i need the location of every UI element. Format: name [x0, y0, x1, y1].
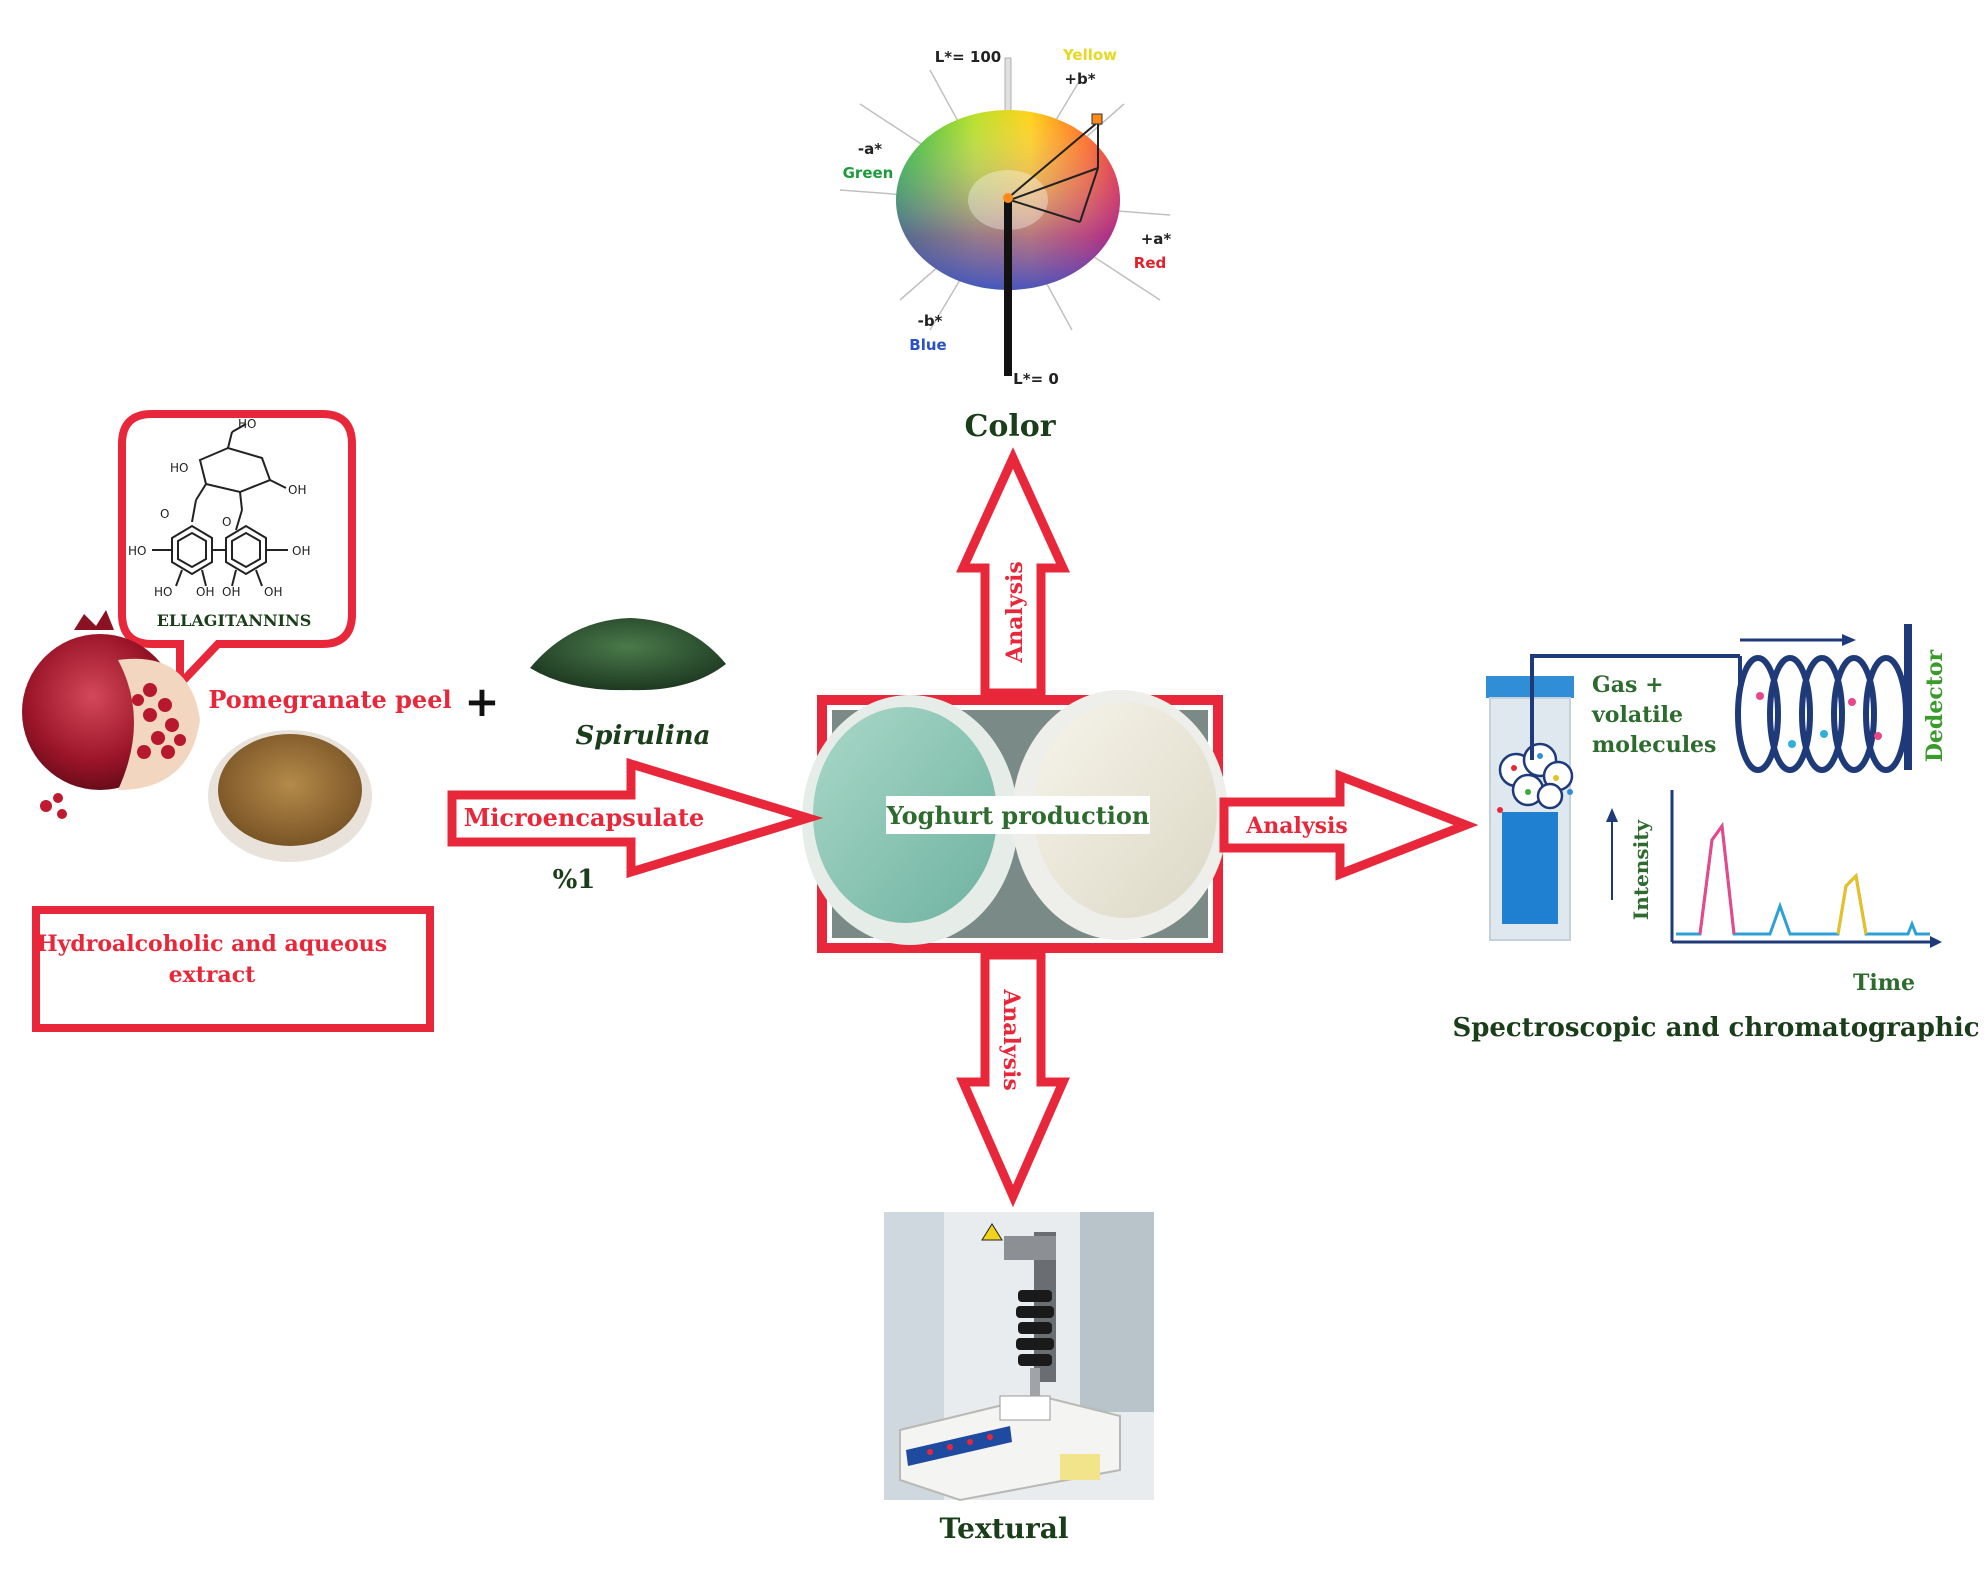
extract-label-line1: Hydroalcoholic and aqueous [37, 931, 387, 957]
yoghurt-production-box: Yoghurt production [802, 690, 1228, 953]
arrow-up-label: Analysis [1002, 561, 1028, 664]
ellagitannins-label: ELLAGITANNINS [157, 611, 312, 630]
detector-label: Dedector [1922, 649, 1948, 762]
atom-oh-2: OH [292, 544, 310, 558]
blue-label: Blue [909, 336, 946, 354]
ellagitannins-bubble: HO HO OH O O HO OH HO OH OH OH ELLAGITAN… [118, 410, 356, 695]
pomegranate-powder-image [208, 730, 372, 862]
l-top-label: L*= 100 [935, 48, 1002, 66]
l-bottom-label: L*= 0 [1013, 370, 1059, 388]
molecule-atom-labels: HO HO OH O O HO OH HO OH OH OH [128, 417, 310, 599]
plus-a-label: +a* [1141, 230, 1172, 248]
atom-o-1: O [160, 507, 169, 521]
ellagitannin-molecule-icon [152, 423, 288, 587]
time-label: Time [1853, 970, 1915, 996]
arrow-up-analysis: Analysis [956, 447, 1070, 698]
green-label: Green [843, 164, 894, 182]
arrow-right-analysis: Analysis [1219, 769, 1479, 881]
arrow-microencapsulate: Microencapsulate %1 [447, 757, 824, 895]
atom-o-2: O [222, 515, 231, 529]
pomegranate-image [22, 610, 200, 819]
arrow-down-analysis: Analysis [956, 950, 1070, 1208]
gas-label-line3: molecules [1592, 732, 1716, 758]
gc-chromatography-diagram: Gas + volatile molecules Dedector Intens… [1486, 624, 1948, 996]
center-label: Yoghurt production [886, 801, 1150, 830]
atom-ho-1: HO [238, 417, 256, 431]
spirulina-label: Spirulina [576, 721, 711, 751]
extract-box: Hydroalcoholic and aqueous extract [32, 906, 434, 1032]
gas-label-line1: Gas + [1592, 672, 1664, 698]
gas-label-line2: volatile [1591, 702, 1683, 728]
pomegranate-peel-label: Pomegranate peel [208, 685, 451, 714]
arrow-right-label: Analysis [1245, 813, 1348, 839]
atom-oh-5: OH [264, 585, 282, 599]
extract-label-line2: extract [169, 962, 257, 988]
texture-analyzer-photo [884, 1212, 1154, 1502]
arrow-down-label: Analysis [998, 988, 1024, 1091]
textural-title: Textural [940, 1512, 1069, 1545]
color-title: Color [964, 409, 1056, 444]
atom-oh-1: OH [288, 483, 306, 497]
atom-ho-2: HO [170, 461, 188, 475]
red-label: Red [1134, 254, 1166, 272]
color-space-diagram: L*= 100 Yellow +b* -a* Green +a* Red -b*… [839, 46, 1172, 388]
minus-a-label: -a* [858, 140, 882, 158]
microencapsulate-label: Microencapsulate [464, 803, 705, 832]
yellow-label: Yellow [1062, 46, 1117, 64]
intensity-label: Intensity [1629, 819, 1653, 920]
atom-oh-3: OH [196, 585, 214, 599]
percent-label: %1 [553, 865, 596, 895]
atom-oh-4: OH [222, 585, 240, 599]
plus-b-label: +b* [1064, 70, 1095, 88]
atom-ho-3: HO [128, 544, 146, 558]
plus-sign: + [464, 677, 499, 726]
gc-caption: Spectroscopic and chromatographic [1452, 1013, 1979, 1043]
spirulina-powder-image [530, 618, 726, 691]
atom-ho-4: HO [154, 585, 172, 599]
minus-b-label: -b* [918, 312, 943, 330]
